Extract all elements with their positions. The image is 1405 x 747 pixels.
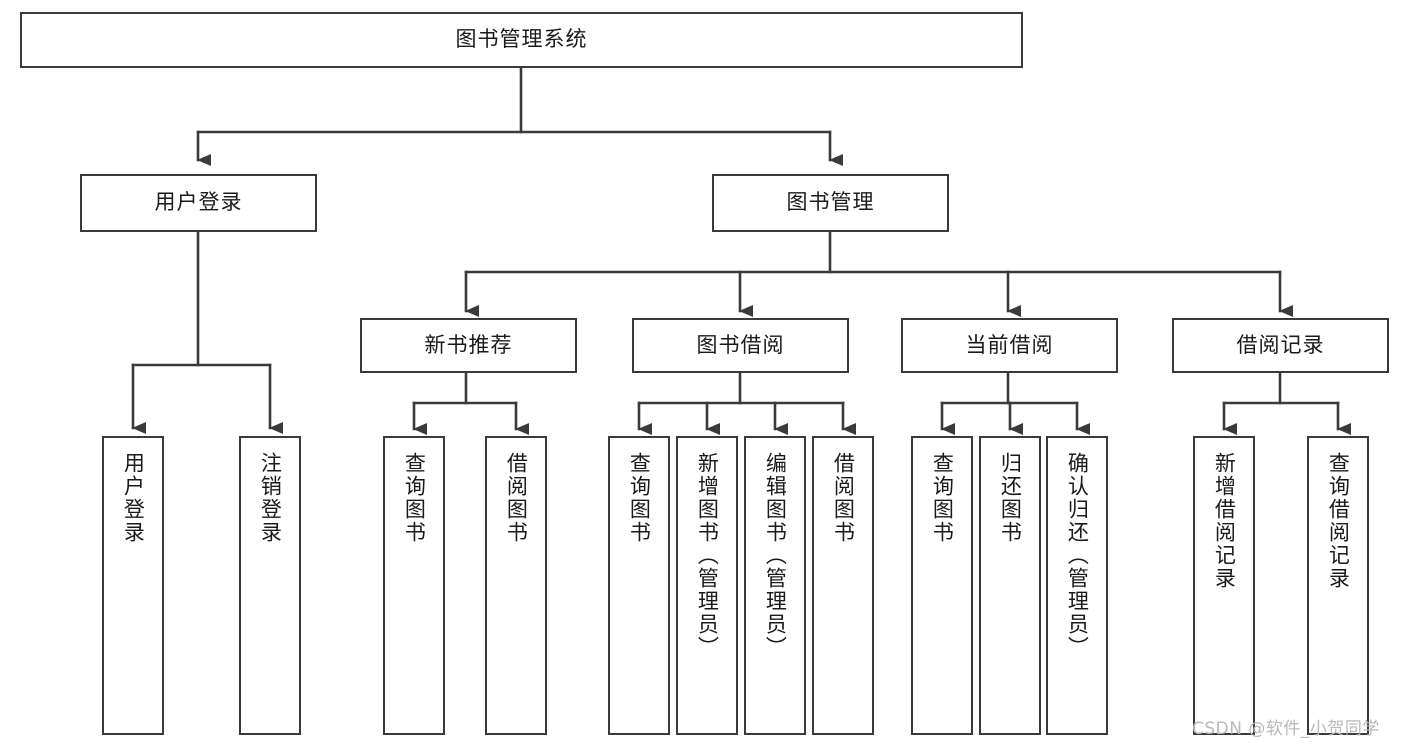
node-current-borrow[interactable]: 当前借阅 — [901, 318, 1118, 373]
node-label: 借阅图书 — [504, 452, 529, 544]
node-label: 图书管理 — [786, 190, 875, 215]
node-label: 新增图书（管理员） — [695, 452, 720, 659]
node-leaf-borrow-book-2[interactable]: 借阅图书 — [812, 436, 874, 735]
node-label: 查询借阅记录 — [1326, 452, 1351, 590]
node-user-login[interactable]: 用户登录 — [80, 174, 317, 232]
node-label: 归还图书 — [998, 452, 1023, 544]
node-book-borrow[interactable]: 图书借阅 — [632, 318, 849, 373]
node-label: 用户登录 — [154, 190, 243, 215]
node-leaf-return-book[interactable]: 归还图书 — [979, 436, 1041, 735]
node-label: 注销登录 — [258, 452, 283, 544]
node-leaf-query-record[interactable]: 查询借阅记录 — [1307, 436, 1369, 735]
node-book-manage[interactable]: 图书管理 — [712, 174, 949, 232]
node-label: 查询图书 — [402, 452, 427, 544]
node-label: 当前借阅 — [965, 332, 1054, 357]
node-label: 编辑图书（管理员） — [763, 452, 788, 659]
node-label: 确认归还（管理员） — [1065, 452, 1090, 659]
node-leaf-query-book-3[interactable]: 查询图书 — [911, 436, 973, 735]
node-leaf-user-login[interactable]: 用户登录 — [102, 436, 164, 735]
node-label: 查询图书 — [627, 452, 652, 544]
node-label: 图书借阅 — [696, 332, 785, 357]
node-leaf-add-record[interactable]: 新增借阅记录 — [1193, 436, 1255, 735]
node-leaf-add-book[interactable]: 新增图书（管理员） — [676, 436, 738, 735]
node-leaf-logout-login[interactable]: 注销登录 — [239, 436, 301, 735]
node-label: 查询图书 — [930, 452, 955, 544]
node-leaf-borrow-book-1[interactable]: 借阅图书 — [485, 436, 547, 735]
node-leaf-query-book-1[interactable]: 查询图书 — [383, 436, 445, 735]
node-label: 借阅图书 — [831, 452, 856, 544]
node-book-management-system[interactable]: 图书管理系统 — [20, 12, 1023, 68]
csdn-watermark: CSDN @软件_小贺同学 — [1192, 719, 1380, 739]
node-label: 用户登录 — [121, 452, 146, 544]
node-leaf-edit-book[interactable]: 编辑图书（管理员） — [744, 436, 806, 735]
node-leaf-confirm-return[interactable]: 确认归还（管理员） — [1046, 436, 1108, 735]
node-label: 图书管理系统 — [455, 27, 588, 52]
node-borrow-record[interactable]: 借阅记录 — [1172, 318, 1389, 373]
node-label: 新增借阅记录 — [1212, 452, 1237, 590]
node-new-book-recommend[interactable]: 新书推荐 — [360, 318, 577, 373]
node-label: 新书推荐 — [424, 332, 513, 357]
node-leaf-query-book-2[interactable]: 查询图书 — [608, 436, 670, 735]
node-label: 借阅记录 — [1236, 332, 1325, 357]
